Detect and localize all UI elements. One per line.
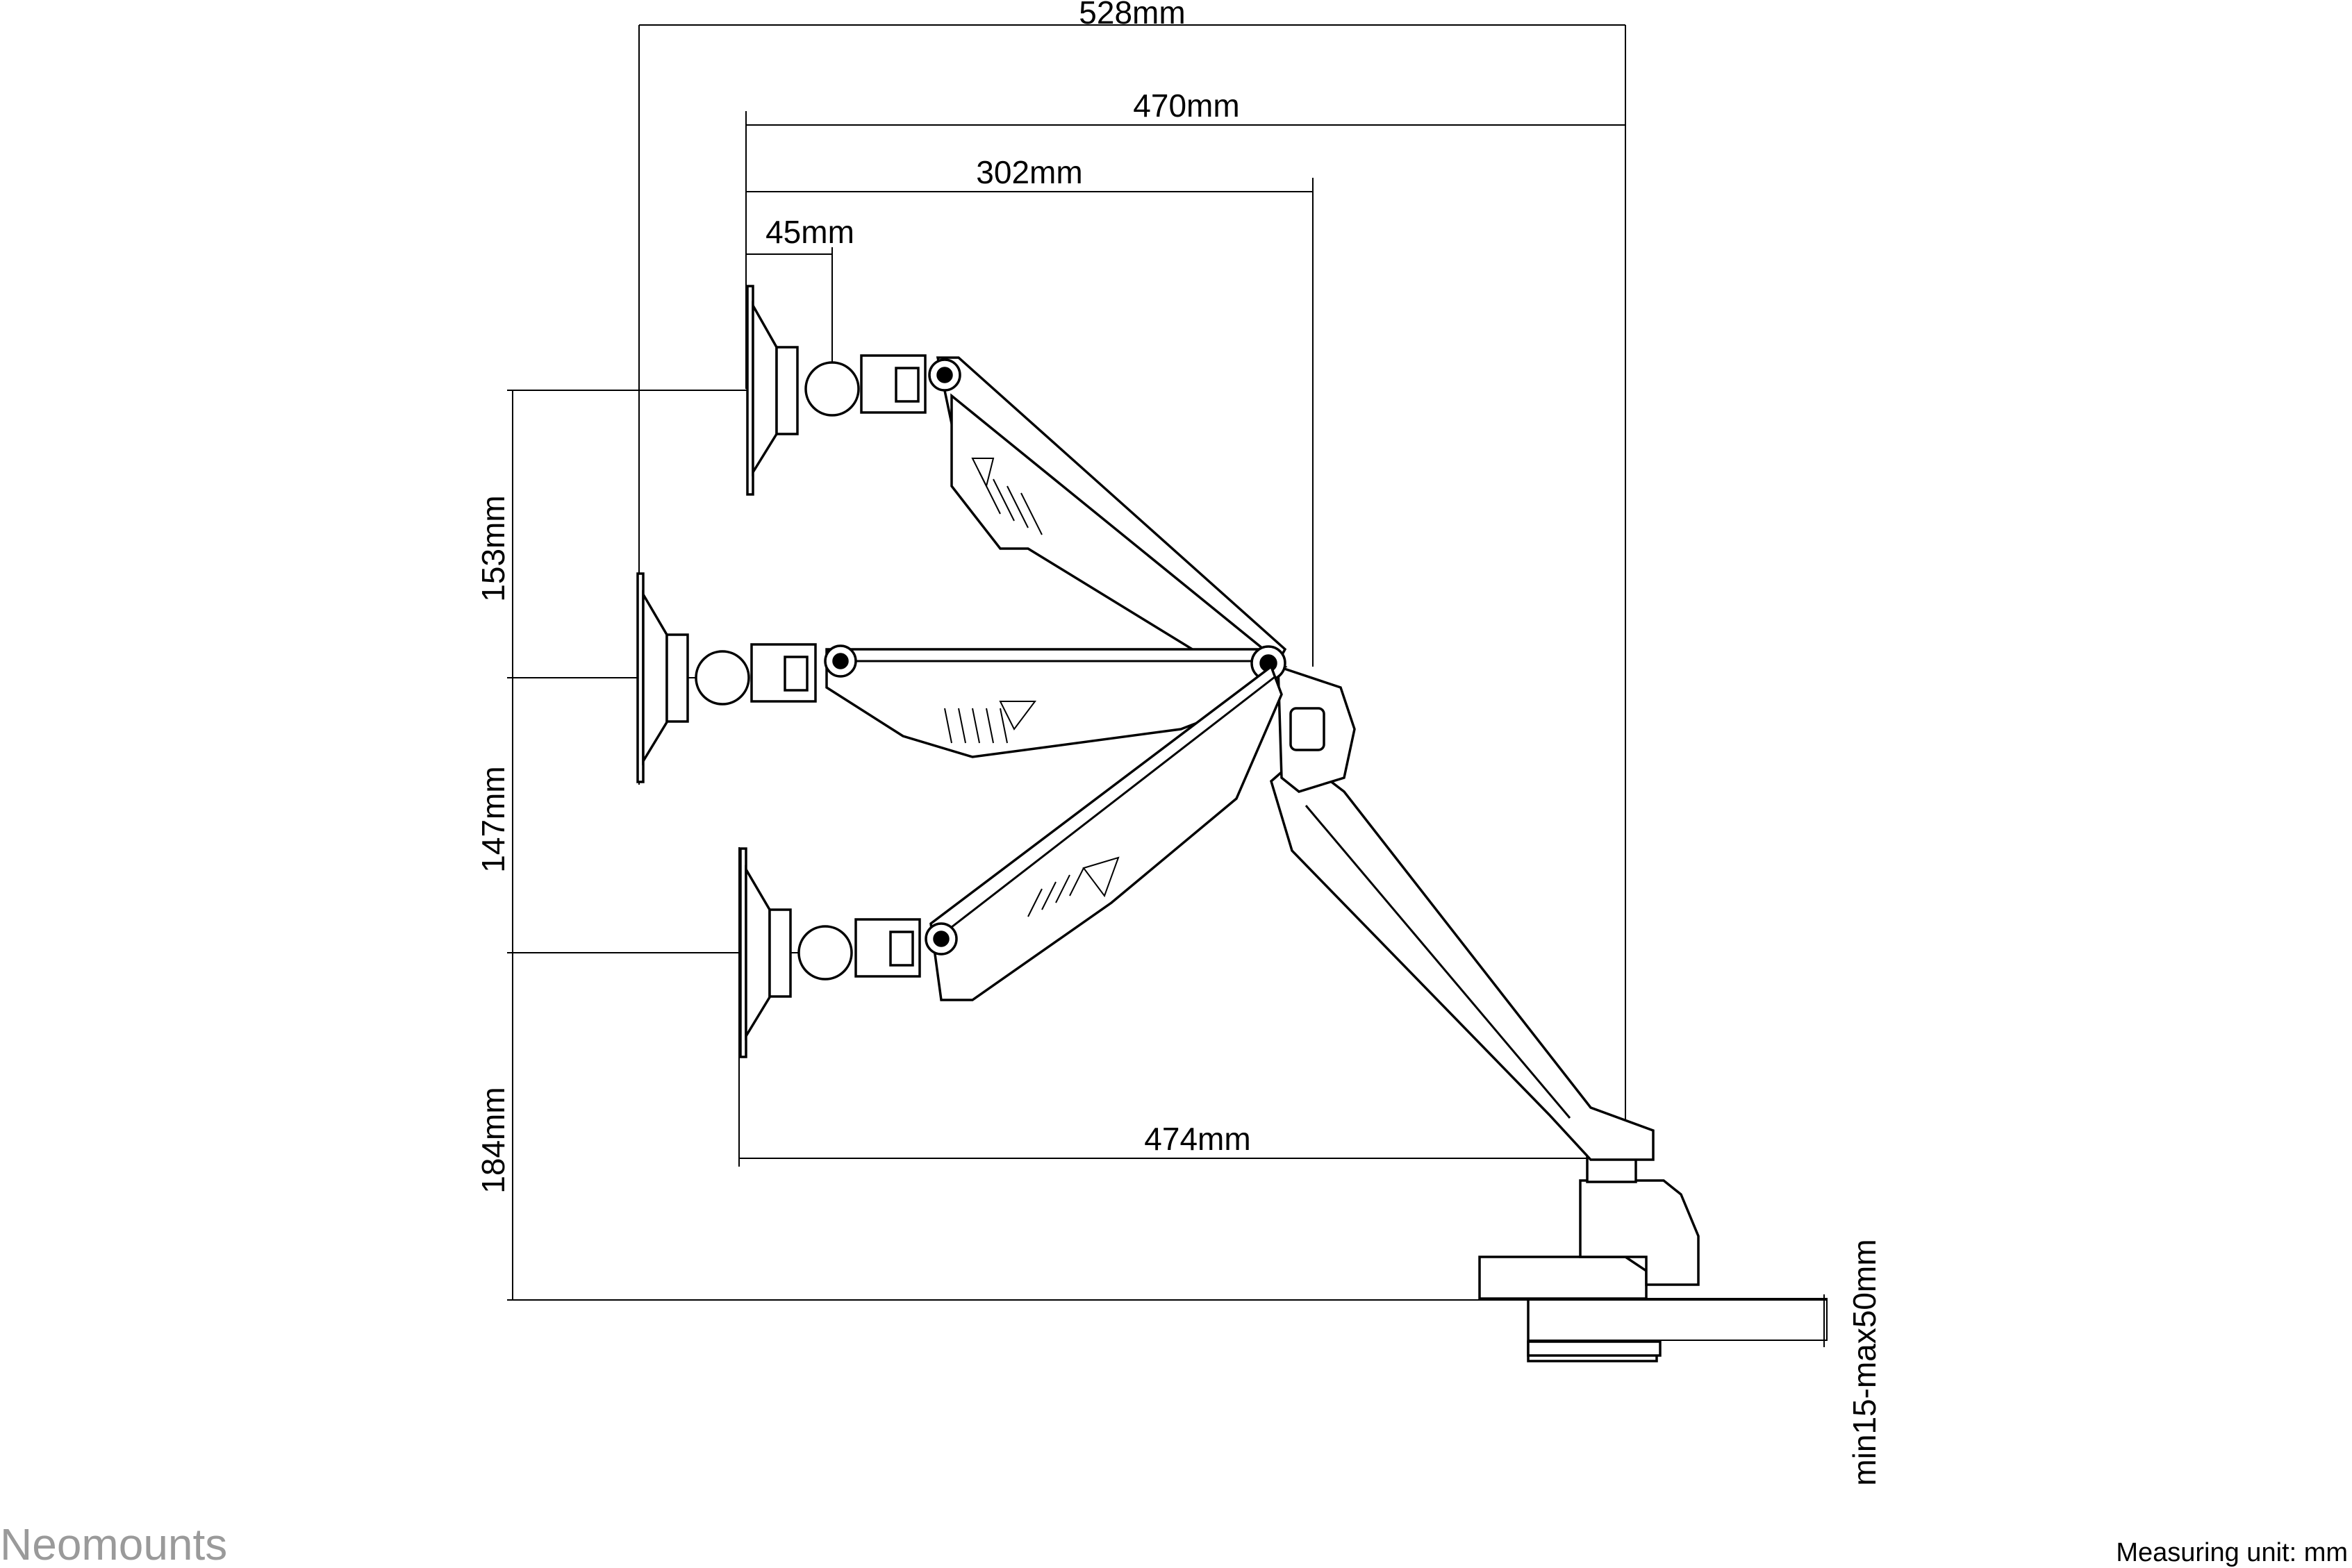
dim-184-label: 184mm [475,1087,511,1193]
vesa-head-middle [636,572,817,783]
vesa-head-bottom [739,847,921,1058]
dim-147-label: 147mm [475,766,511,872]
lower-arm [925,665,1283,1001]
dim-470-label: 470mm [1133,87,1239,124]
dim-clamp-label: min15-max50mm [1846,1239,1882,1485]
middle-arm [824,644,1286,758]
brand-logo: Neomounts [0,1519,227,1568]
desk-clamp [1478,1151,1828,1362]
dim-153-label: 153mm [475,495,511,601]
dim-302-label: 302mm [976,154,1082,190]
upper-arm [928,356,1288,682]
dim-474-label: 474mm [1144,1121,1250,1157]
vesa-head-top [746,285,927,496]
measuring-unit-note: Measuring unit: mm [2116,1538,2348,1567]
dim-528-label: 528mm [1079,0,1185,31]
main-arm [1270,665,1655,1161]
dim-45-label: 45mm [765,214,854,250]
